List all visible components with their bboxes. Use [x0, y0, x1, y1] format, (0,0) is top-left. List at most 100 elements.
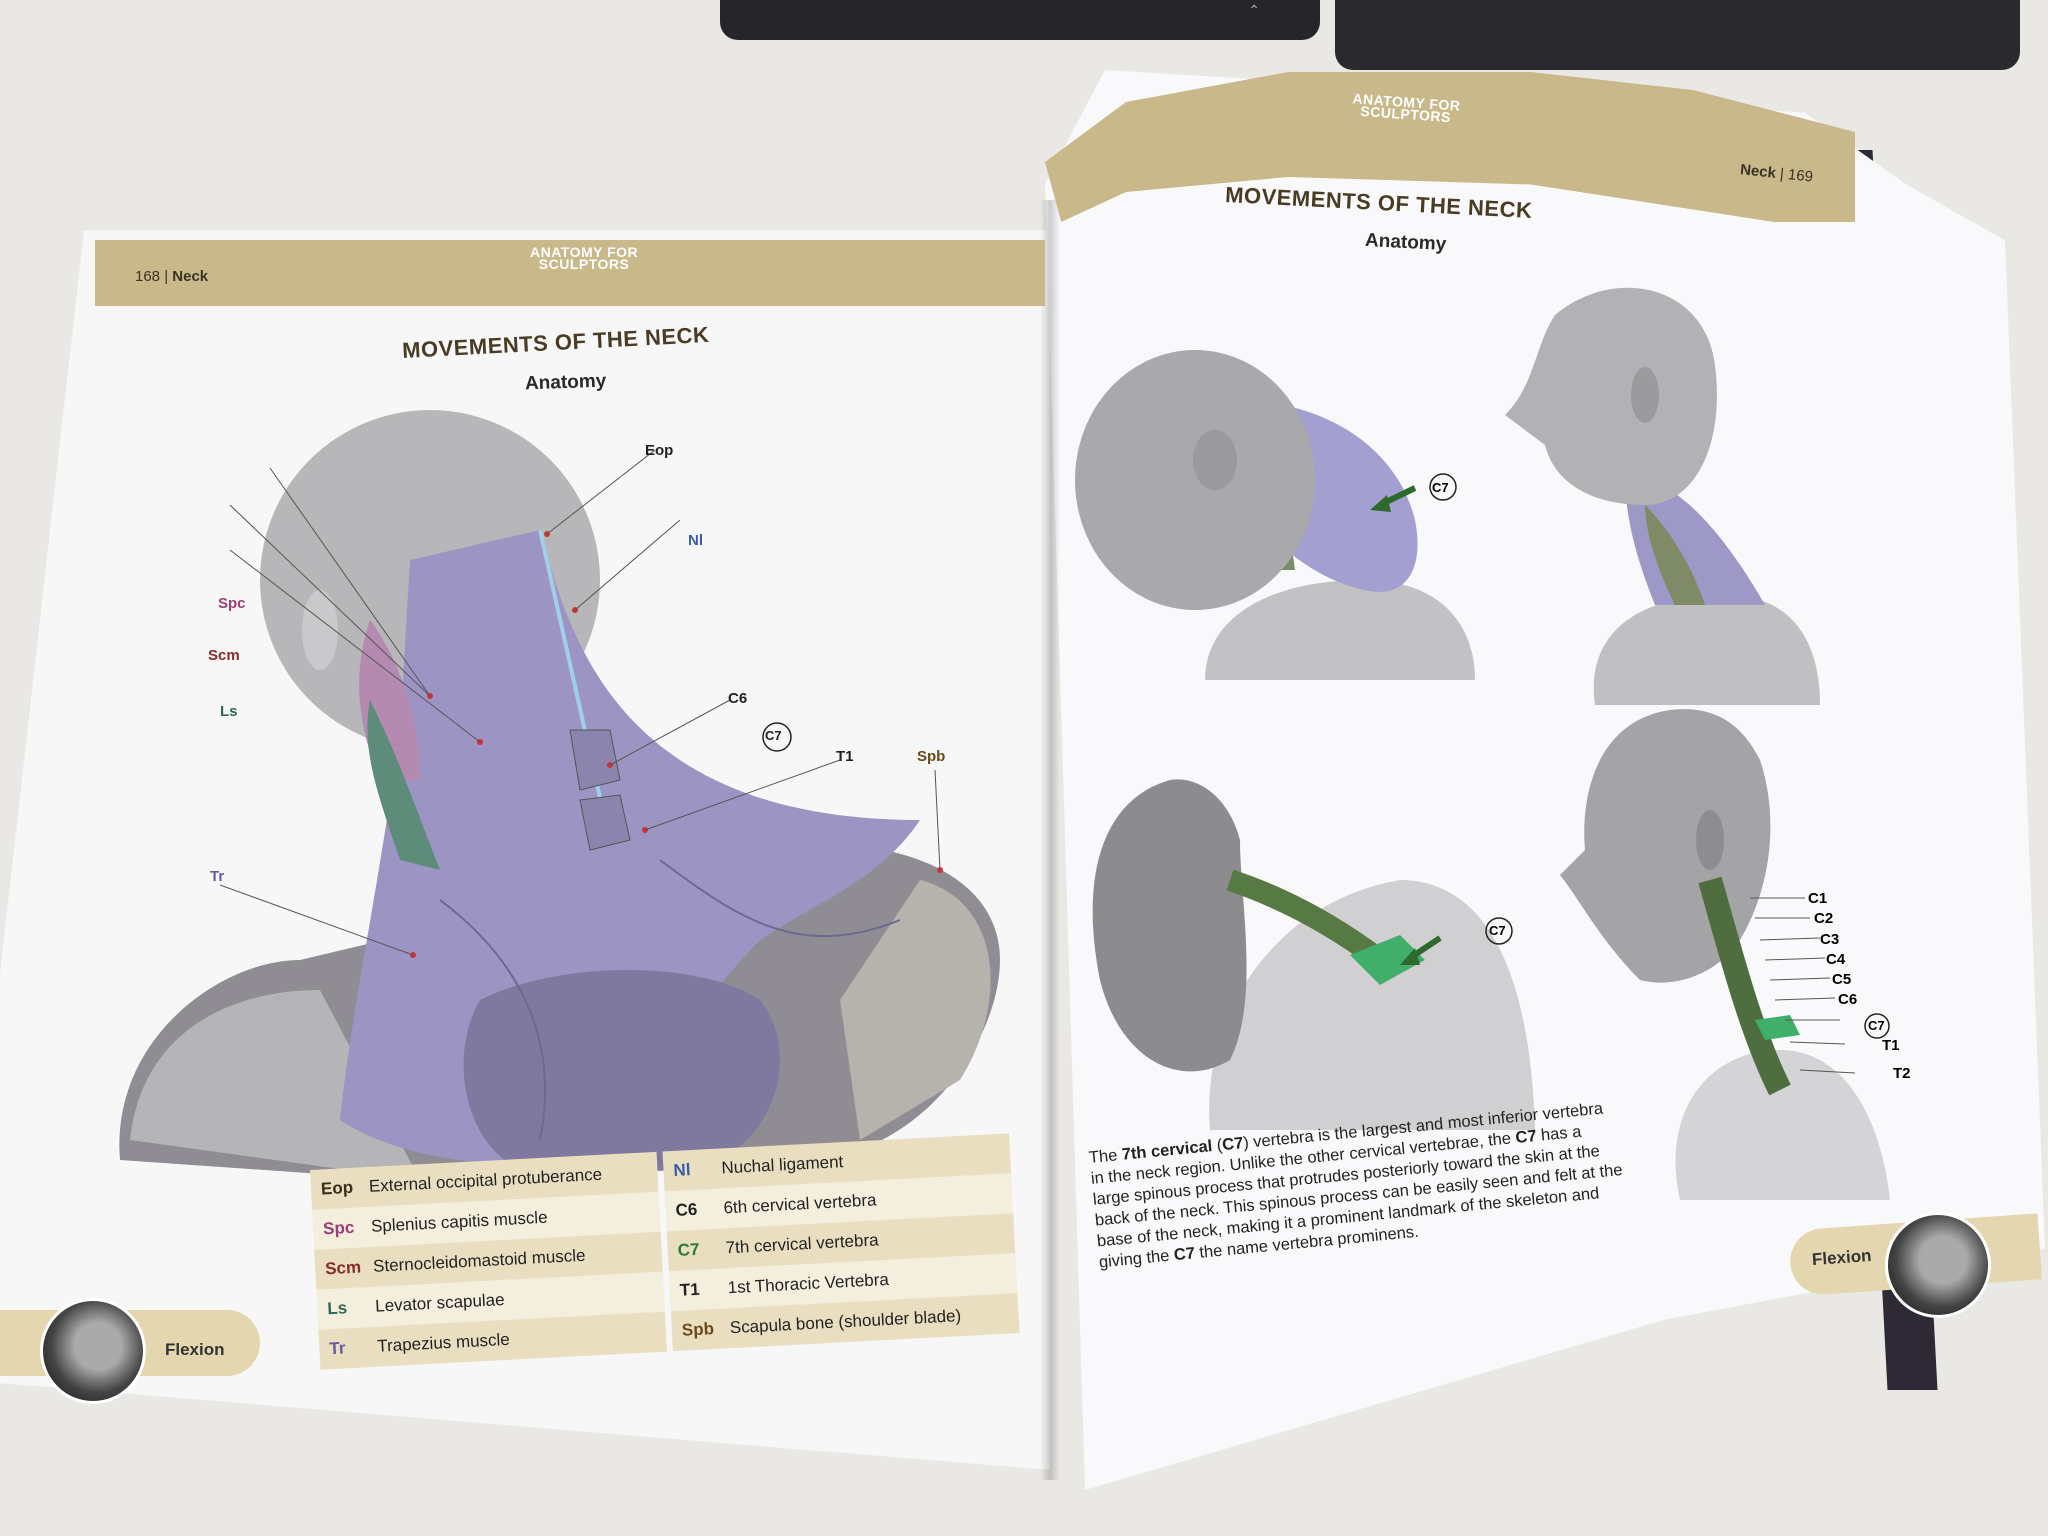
- key-icon: ⌃: [1248, 2, 1260, 18]
- label-eop: Eop: [645, 442, 674, 459]
- leader-line: [644, 759, 841, 831]
- right-c7-tag-top: C7: [1432, 480, 1449, 495]
- leader-line: [229, 549, 481, 743]
- vertebra-label: C4: [1826, 951, 1846, 968]
- paragraph-bold: C7: [1173, 1244, 1196, 1265]
- paragraph-text: The: [1088, 1145, 1123, 1167]
- leader-line: [1769, 977, 1831, 981]
- label-t1: T1: [836, 748, 854, 765]
- label-spb: Spb: [917, 748, 946, 765]
- legend-text: Sternocleidomastoid muscle: [372, 1245, 586, 1276]
- lower-back: [463, 970, 780, 1170]
- label-nl: Nl: [688, 532, 703, 549]
- shoulder-shape: [1593, 595, 1820, 705]
- vertebra-label: C1: [1808, 890, 1828, 907]
- vertebra-label: C6: [1838, 991, 1858, 1008]
- flexed-spine-figure: [1092, 779, 1535, 1130]
- left-running-head: 168 | Neck: [135, 268, 209, 285]
- left-subtitle: Anatomy: [524, 370, 607, 395]
- neck-muscles: [1645, 505, 1705, 605]
- head-shape: [1092, 779, 1247, 1072]
- book-gutter: [1040, 200, 1060, 1480]
- legend-text: 1st Thoracic Vertebra: [727, 1269, 890, 1298]
- vertebra-label: C5: [1832, 971, 1852, 988]
- label-ls: Ls: [220, 703, 238, 720]
- right-flexion-label: Flexion: [1811, 1245, 1873, 1270]
- legend-text: Scapula bone (shoulder blade): [729, 1306, 962, 1338]
- legend-text: Trapezius muscle: [376, 1329, 511, 1356]
- profile-head-figure: [1505, 287, 1820, 705]
- legend-abbr: C6: [675, 1199, 698, 1220]
- right-shoulder-cap: [840, 880, 991, 1140]
- ear-shape: [1193, 430, 1237, 490]
- ear-shape: [302, 590, 338, 670]
- c7-vertebra: [1755, 1015, 1800, 1040]
- legend-abbr: Ls: [326, 1298, 348, 1319]
- vertebra-label: C2: [1814, 910, 1834, 927]
- right-c7-tag-bottom: C7: [1489, 923, 1506, 938]
- c7-circle: [762, 722, 792, 752]
- c7-circle: [1485, 917, 1513, 945]
- spine-shape: [1698, 876, 1791, 1096]
- legend-abbr: Nl: [673, 1160, 691, 1180]
- legend-abbr: Scm: [324, 1257, 362, 1279]
- legend-text: External occipital protuberance: [368, 1164, 603, 1196]
- arrow-head: [1400, 948, 1420, 965]
- label-c6: C6: [728, 690, 748, 707]
- legend-abbr: T1: [679, 1279, 701, 1300]
- keyboard: ⌃: [720, 0, 1320, 40]
- legend-abbr: Eop: [320, 1177, 354, 1199]
- left-section: Neck: [172, 268, 209, 285]
- vertebra-label: T1: [1882, 1037, 1900, 1054]
- legend-abbr: Spb: [681, 1319, 715, 1340]
- left-shoulder-cap: [130, 990, 420, 1180]
- leader-line: [219, 884, 414, 956]
- leader-line: [574, 519, 681, 611]
- paragraph-bold: C7: [1221, 1134, 1245, 1155]
- head-shape: [1075, 350, 1315, 610]
- leader-line: [1759, 937, 1821, 941]
- label-spc: Spc: [218, 595, 246, 612]
- profile-spine-figure: [1560, 709, 1890, 1200]
- legend-column-left: Eop External occipital protuberance Spc Sp…: [310, 1151, 667, 1370]
- shoulder-shape: [1675, 1050, 1890, 1200]
- right-logo: ANATOMY FOR SCULPTORS: [1351, 90, 1461, 125]
- legend-abbr: Tr: [328, 1338, 346, 1359]
- ear-shape: [1696, 810, 1724, 870]
- vertebra-label: C3: [1820, 931, 1840, 948]
- arrow-head: [1370, 495, 1391, 512]
- c7-circle: [1429, 473, 1457, 501]
- legend-text: Splenius capitis muscle: [370, 1207, 548, 1236]
- leader-line: [609, 699, 731, 766]
- legend-text: 6th cervical vertebra: [723, 1190, 877, 1218]
- ear-shape: [1631, 367, 1659, 423]
- c7-circle: [1864, 1013, 1890, 1039]
- c7-block: [579, 794, 631, 851]
- right-flexion-thumbnail: [1885, 1212, 1991, 1318]
- vertebra-label: T2: [1893, 1065, 1911, 1082]
- leader-line: [1789, 1041, 1846, 1045]
- flexed-head-figure: [1075, 350, 1475, 680]
- legend-text: Levator scapulae: [374, 1290, 506, 1316]
- shoulder-shape: [1209, 880, 1535, 1130]
- right-section: Neck: [1739, 161, 1777, 182]
- leader-line: [1774, 997, 1836, 1001]
- right-subtitle: Anatomy: [1364, 229, 1447, 256]
- right-page-number: 169: [1787, 166, 1814, 186]
- legend-abbr: Spc: [322, 1217, 355, 1239]
- c6-block: [569, 729, 621, 791]
- vertebra-label-c7: C7: [1868, 1018, 1885, 1033]
- leader-line: [1764, 957, 1826, 961]
- paragraph-bold: C7: [1514, 1127, 1538, 1147]
- left-flexion-thumbnail: [40, 1298, 146, 1404]
- neck-shape: [1625, 475, 1765, 605]
- levator-muscle: [367, 700, 440, 870]
- leader-line: [229, 504, 431, 697]
- legend-text: 7th cervical vertebra: [725, 1230, 880, 1258]
- left-logo: ANATOMY FOR SCULPTORS: [530, 245, 638, 271]
- legend-abbr: C7: [677, 1239, 700, 1260]
- muscle-line-1: [439, 899, 547, 1141]
